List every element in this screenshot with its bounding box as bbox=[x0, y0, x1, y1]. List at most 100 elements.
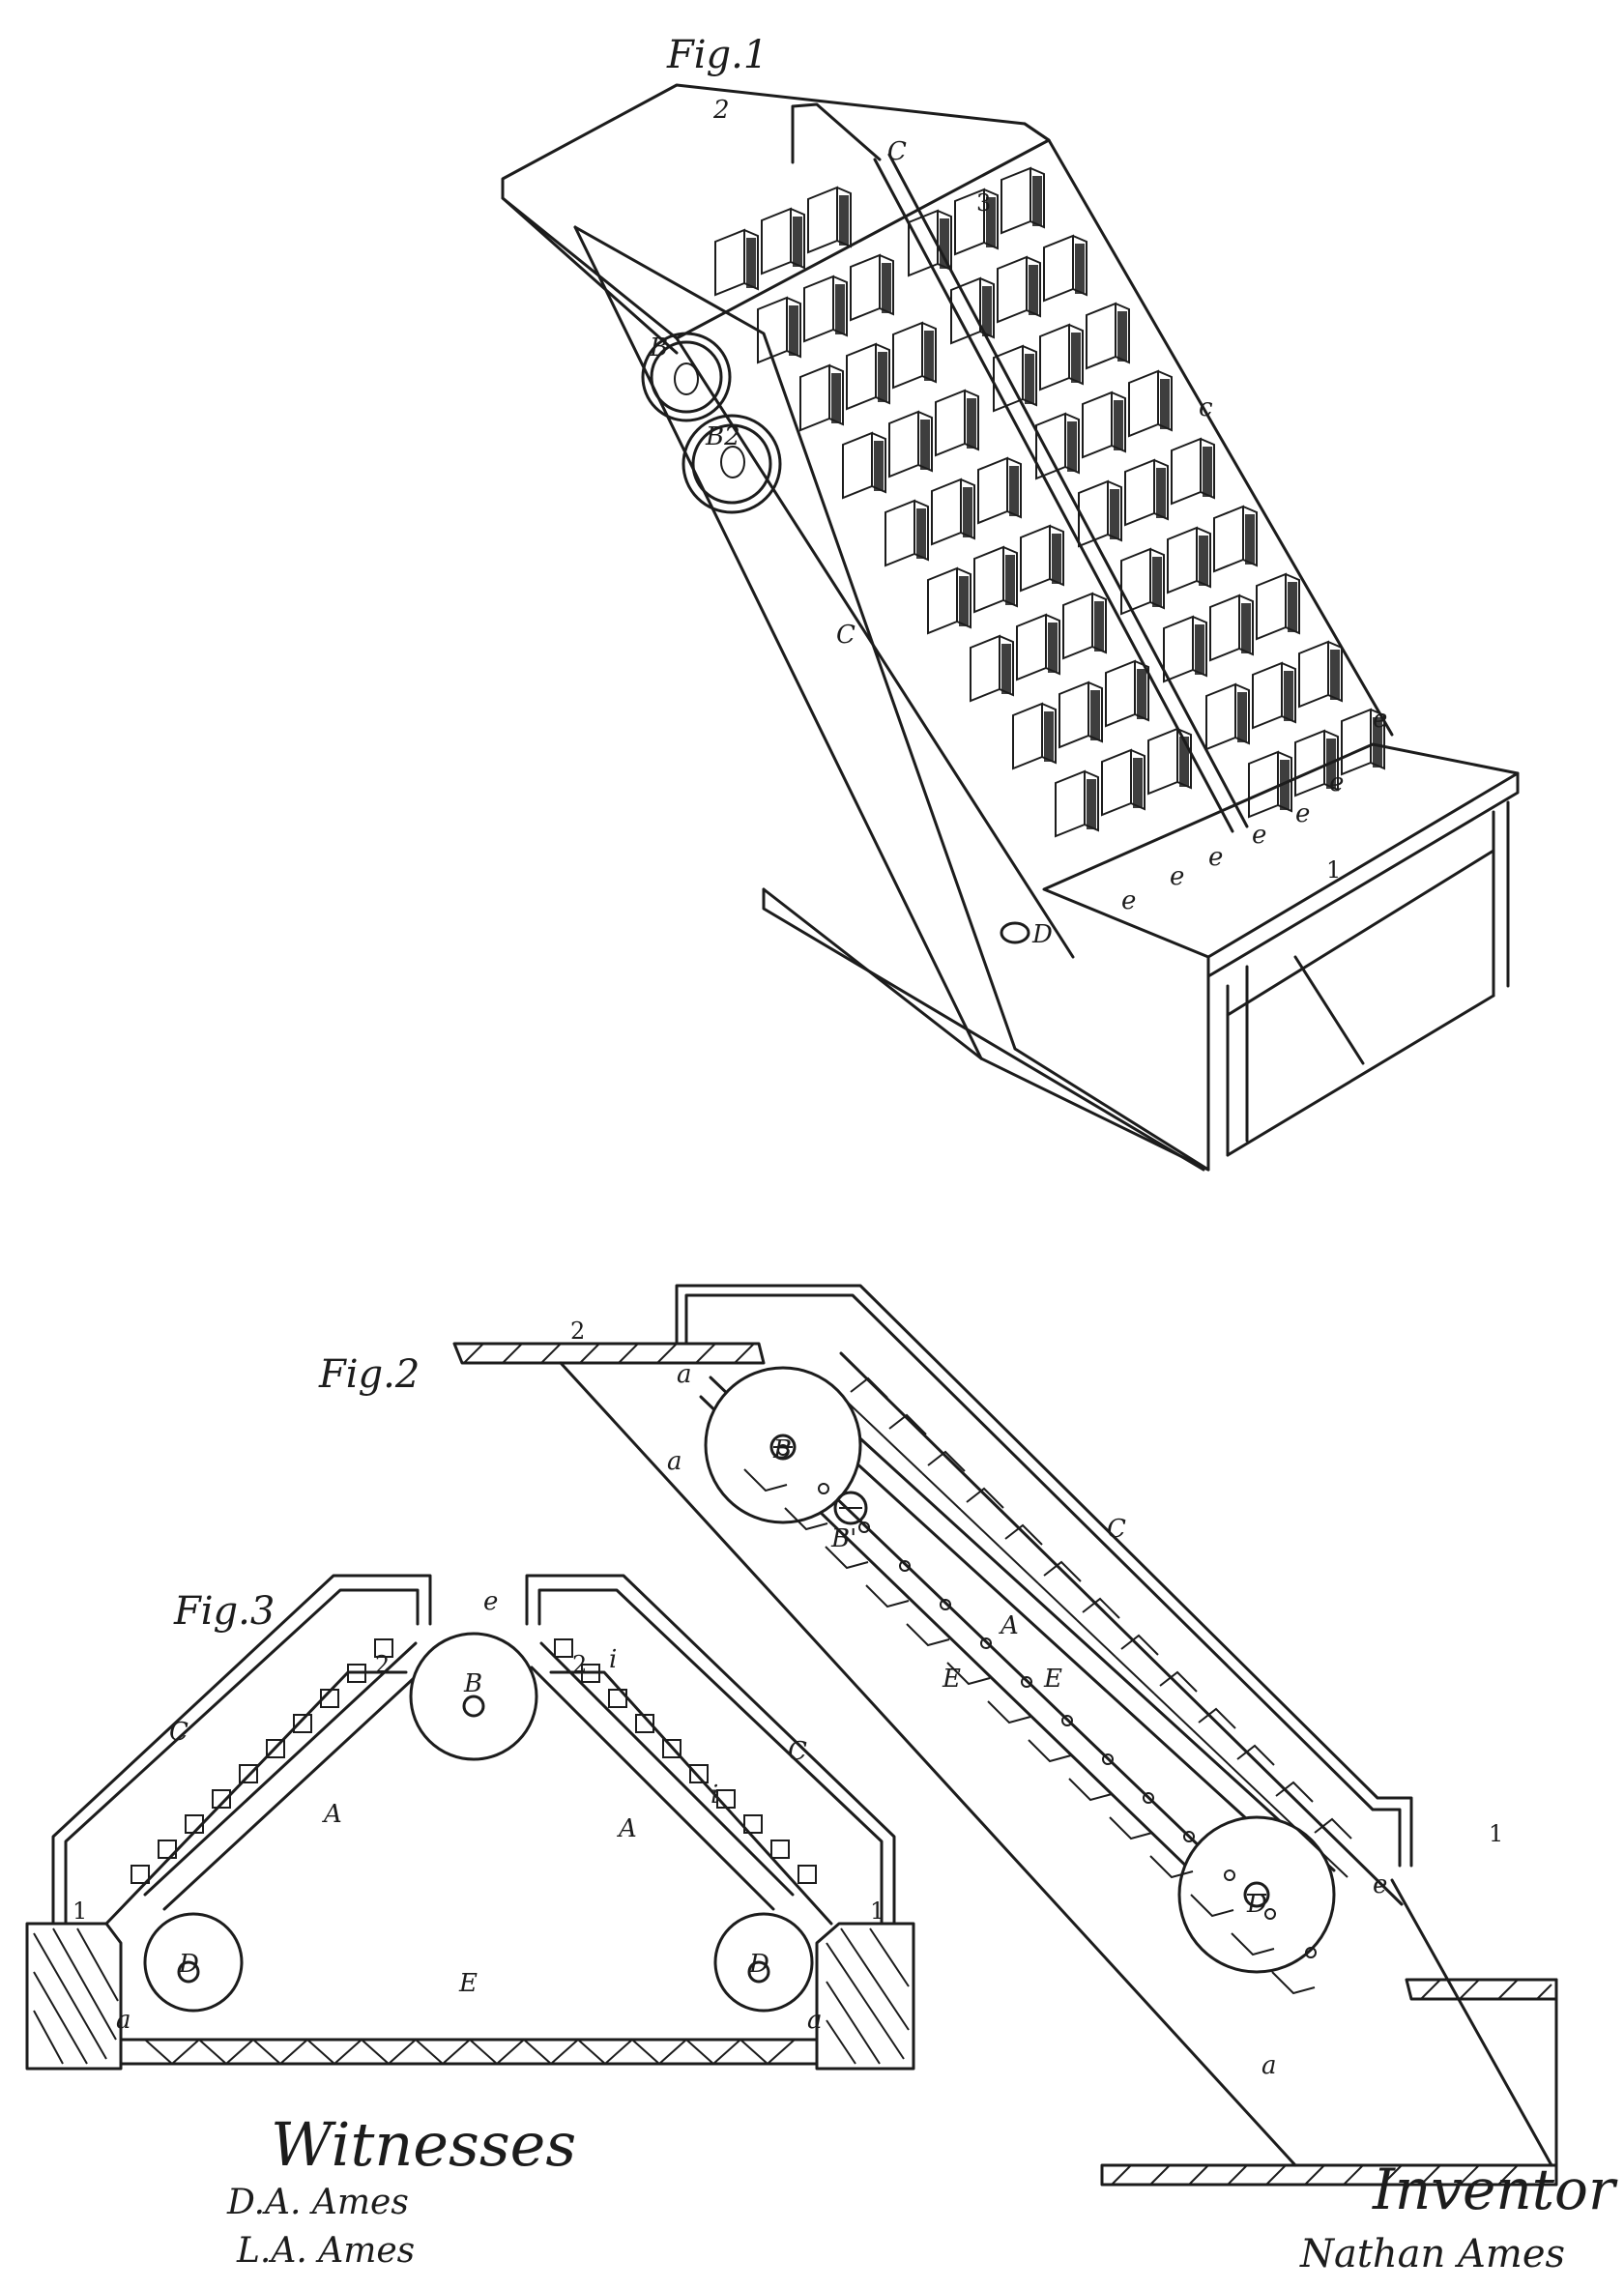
fig1-steps bbox=[714, 166, 1385, 838]
label-c: C bbox=[1107, 1515, 1126, 1544]
step-shadow bbox=[1195, 624, 1204, 675]
label-1-right: 1 bbox=[870, 1898, 884, 1925]
step-shadow bbox=[1199, 536, 1208, 586]
fig2-side-section: Fig.2 bbox=[318, 1284, 1558, 2187]
label-b: B bbox=[772, 1435, 792, 1464]
step-square bbox=[554, 1638, 573, 1658]
label-c-right: C bbox=[788, 1737, 807, 1766]
label-e: e bbox=[483, 1587, 498, 1616]
belt-roller bbox=[940, 1599, 951, 1610]
step-shadow bbox=[963, 487, 972, 537]
label-c-side: C bbox=[836, 621, 856, 650]
label-b1: B' bbox=[830, 1524, 856, 1553]
step-shadow bbox=[1044, 711, 1054, 762]
hatch-line bbox=[1076, 1619, 1116, 1658]
step-shadow bbox=[793, 217, 802, 267]
inventor-signature: Nathan Ames bbox=[1299, 2232, 1565, 2276]
hatch-line bbox=[960, 1509, 1000, 1548]
belt-tooth bbox=[1231, 1932, 1275, 1956]
step-shadow bbox=[746, 238, 756, 288]
step-square bbox=[608, 1689, 627, 1708]
label-a-belt-left: A bbox=[322, 1800, 342, 1829]
gear-b-icon bbox=[641, 332, 732, 422]
upper-tooth bbox=[1236, 1744, 1275, 1766]
step-shadow bbox=[1090, 690, 1100, 740]
inventor-heading: Inventor bbox=[1372, 2157, 1618, 2222]
step-shadow bbox=[1071, 333, 1081, 383]
upper-tooth bbox=[1275, 1781, 1314, 1803]
belt-tooth bbox=[987, 1700, 1031, 1724]
hatch-line bbox=[1115, 1656, 1155, 1695]
step-square bbox=[320, 1689, 339, 1708]
label-a-belt-right: A bbox=[617, 1814, 637, 1843]
fig1-perspective-escalator: Fig.1 bbox=[501, 33, 1520, 1172]
label-2: 2 bbox=[572, 1651, 587, 1678]
step-shadow bbox=[1160, 379, 1170, 429]
step-square bbox=[239, 1764, 258, 1783]
step-shadow bbox=[874, 441, 884, 491]
label-a-belt: A bbox=[999, 1611, 1019, 1640]
upper-tooth bbox=[850, 1376, 888, 1399]
fig1-caption: Fig.1 bbox=[666, 33, 768, 77]
bottom-tooth bbox=[306, 2039, 362, 2066]
step-square bbox=[743, 1814, 763, 1834]
step-shadow bbox=[878, 352, 887, 402]
fig3-caption: Fig.3 bbox=[173, 1589, 275, 1634]
step-shadow bbox=[1373, 717, 1382, 768]
belt-tooth bbox=[1028, 1739, 1072, 1763]
step-shadow bbox=[1117, 311, 1127, 362]
bottom-tooth bbox=[252, 2039, 308, 2066]
label-c-left: C bbox=[169, 1718, 188, 1747]
step-shadow bbox=[1087, 779, 1096, 829]
upper-tooth bbox=[1314, 1817, 1352, 1840]
belt-roller bbox=[1305, 1947, 1317, 1958]
label-e-1: e bbox=[1121, 886, 1136, 915]
upper-tooth bbox=[888, 1413, 927, 1435]
label-b2: B2 bbox=[705, 422, 740, 451]
step-shadow bbox=[1032, 176, 1042, 226]
belt-roller bbox=[980, 1637, 992, 1649]
label-d-right: D bbox=[748, 1950, 769, 1979]
belt-roller bbox=[1143, 1792, 1154, 1804]
belt-tooth bbox=[743, 1468, 788, 1492]
hatch-line bbox=[1269, 1803, 1310, 1841]
hatch-line bbox=[1308, 1840, 1348, 1878]
upper-tooth bbox=[1159, 1670, 1198, 1693]
label-c-top: C bbox=[887, 137, 907, 166]
step-shadow bbox=[959, 576, 969, 626]
hatch-line bbox=[1192, 1729, 1232, 1768]
upper-tooth bbox=[1120, 1634, 1159, 1656]
label-3: 3 bbox=[976, 189, 991, 217]
bottom-tooth bbox=[415, 2039, 471, 2066]
step-square bbox=[212, 1789, 231, 1809]
label-e-2: e bbox=[1170, 862, 1184, 891]
label-e-3: e bbox=[1208, 843, 1223, 872]
step-square bbox=[374, 1638, 393, 1658]
step-shadow bbox=[1284, 671, 1293, 721]
label-a: a bbox=[677, 1360, 692, 1389]
step-square bbox=[293, 1714, 312, 1733]
step-shadow bbox=[1029, 265, 1038, 315]
label-e-bottom: E bbox=[458, 1969, 478, 1998]
step-square bbox=[581, 1664, 600, 1683]
step-shadow bbox=[1288, 582, 1297, 632]
step-shadow bbox=[882, 263, 891, 313]
label-d: D bbox=[1246, 1890, 1267, 1919]
upper-tooth bbox=[1043, 1560, 1082, 1582]
upper-tooth bbox=[966, 1487, 1004, 1509]
label-a: a bbox=[807, 2006, 823, 2035]
label-a: a bbox=[667, 1447, 682, 1476]
belt-roller bbox=[777, 1444, 789, 1456]
step-square bbox=[130, 1865, 150, 1884]
step-shadow bbox=[940, 218, 949, 269]
wheel-d-icon bbox=[1177, 1815, 1336, 1974]
step-square bbox=[158, 1840, 177, 1859]
step-shadow bbox=[1179, 737, 1189, 787]
step-shadow bbox=[1245, 514, 1255, 565]
bottom-tooth bbox=[685, 2039, 741, 2066]
step-square bbox=[770, 1840, 790, 1859]
upper-tooth bbox=[1082, 1597, 1120, 1619]
bottom-tooth bbox=[198, 2039, 254, 2066]
label-b: B bbox=[649, 333, 668, 362]
